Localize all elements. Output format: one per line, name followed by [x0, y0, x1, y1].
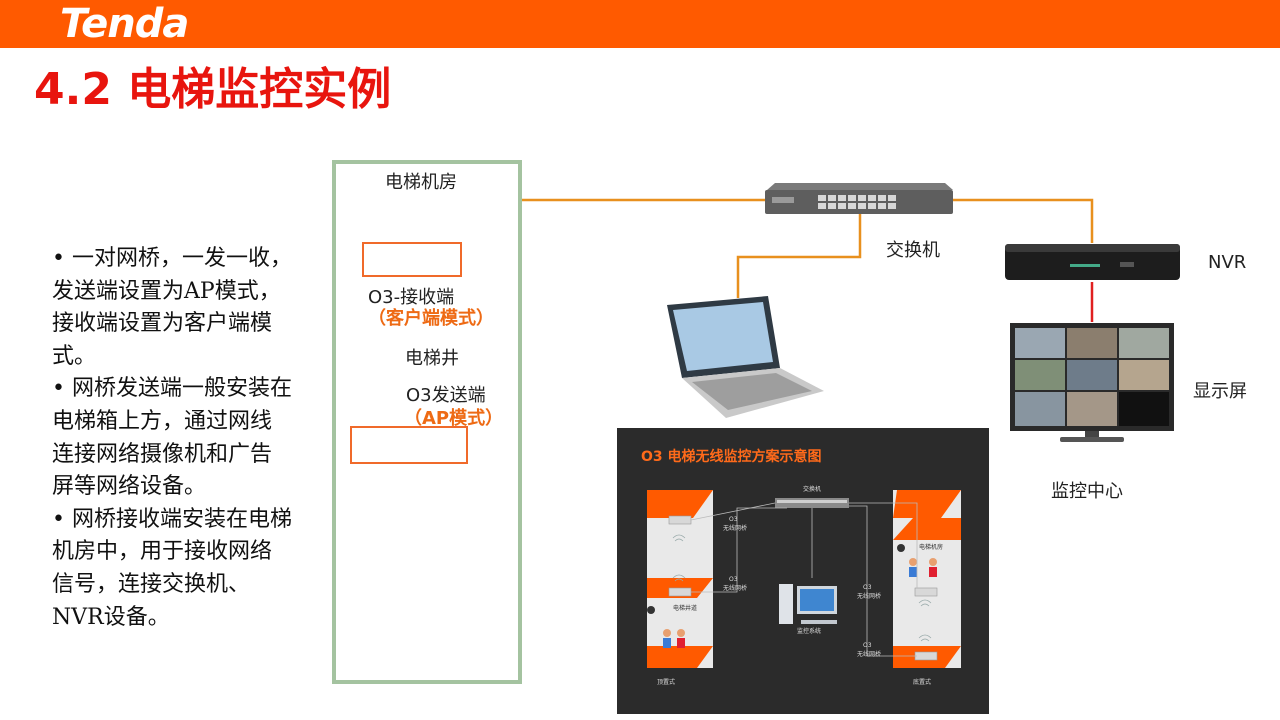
receiver-mode-label: （客户端模式） [368, 308, 494, 329]
bullet-item-3: • 网桥接收端安装在电梯机房中，用于接收网络信号，连接交换机、NVR设备。 [52, 506, 292, 630]
inset-right-bottom-label: 底置式 [913, 679, 932, 686]
cable-switch-to-laptop [736, 214, 862, 298]
nvr-label: NVR [1208, 252, 1247, 273]
bullet-item-1: • 一对网桥，一发一收，发送端设置为AP模式，接收端设置为客户端模式。 [52, 246, 292, 369]
top-banner [0, 0, 1280, 48]
cable-switch-to-nvr [953, 198, 1094, 243]
page-title: 4.2 电梯监控实例 [34, 64, 392, 115]
inset-drawing [647, 490, 961, 668]
inset-links [690, 502, 918, 657]
inset-o3-d: O3 [863, 642, 872, 649]
sender-highlight-box [350, 426, 468, 464]
inset-wifi-icons [672, 534, 932, 642]
bullet-list: • 一对网桥，一发一收，发送端设置为AP模式，接收端设置为客户端模式。 • 网桥… [52, 243, 292, 634]
receiver-label: O3-接收端 [368, 287, 455, 308]
shaft-label: 电梯井 [405, 348, 459, 369]
switch-device-icon [765, 183, 953, 214]
switch-label: 交换机 [886, 240, 940, 261]
machine-room-label: 电梯机房 [385, 172, 457, 193]
inset-o3-a: O3 [729, 516, 738, 523]
inset-bridge-b: 无线网桥 [723, 585, 748, 592]
sender-label: O3发送端 [406, 385, 486, 406]
inset-right-shaft-icon [893, 490, 961, 668]
sender-mode-label: （AP模式） [404, 408, 504, 429]
inset-left-bottom-label: 顶置式 [657, 679, 676, 686]
inset-pc-label: 监控系统 [797, 628, 822, 635]
display-label: 显示屏 [1193, 381, 1247, 402]
inset-bridge-d: 无线网桥 [857, 651, 882, 658]
receiver-highlight-box [362, 242, 462, 277]
inset-switch-label: 交换机 [803, 486, 822, 493]
nvr-device-icon [1005, 244, 1180, 280]
inset-o3-b: O3 [729, 576, 738, 583]
inset-bridge-a: 无线网桥 [723, 525, 748, 532]
laptop-icon [667, 296, 824, 418]
bullet-item-2: • 网桥发送端一般安装在电梯箱上方，通过网线连接网络摄像机和广告屏等网络设备。 [52, 376, 292, 500]
tenda-logo: Tenda [60, 1, 189, 47]
inset-schematic: O3 电梯无线监控方案示意图 [617, 428, 989, 714]
inset-left-shaft-label: 电梯井道 [673, 605, 698, 612]
inset-switch-icon [775, 498, 849, 508]
inset-pc-icon [779, 584, 837, 624]
inset-o3-c: O3 [863, 584, 872, 591]
inset-right-shaft-label: 电梯机房 [919, 544, 944, 551]
inset-bridge-c: 无线网桥 [857, 593, 882, 600]
display-monitor-icon [1010, 323, 1174, 442]
inset-title: O3 电梯无线监控方案示意图 [641, 449, 822, 465]
monitor-center-label: 监控中心 [1051, 481, 1123, 502]
